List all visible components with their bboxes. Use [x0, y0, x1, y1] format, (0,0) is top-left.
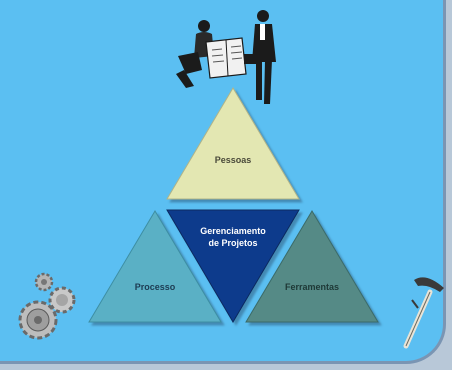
triangle-processo	[88, 210, 222, 323]
businessmen-reading-newspaper-icon	[176, 10, 276, 104]
gears-icon	[18, 272, 76, 340]
triangle-gerenciamento	[166, 209, 300, 323]
label-pessoas: Pessoas	[215, 155, 252, 165]
label-ferramentas: Ferramentas	[285, 282, 339, 292]
triangle-pessoas	[166, 87, 300, 200]
triangle-ferramentas	[245, 210, 379, 323]
label-processo: Processo	[135, 282, 176, 292]
pickaxe-hammer-icon	[403, 277, 444, 349]
label-gerenciamento-line2: de Projetos	[208, 238, 257, 248]
label-gerenciamento-line1: Gerenciamento	[200, 226, 266, 236]
